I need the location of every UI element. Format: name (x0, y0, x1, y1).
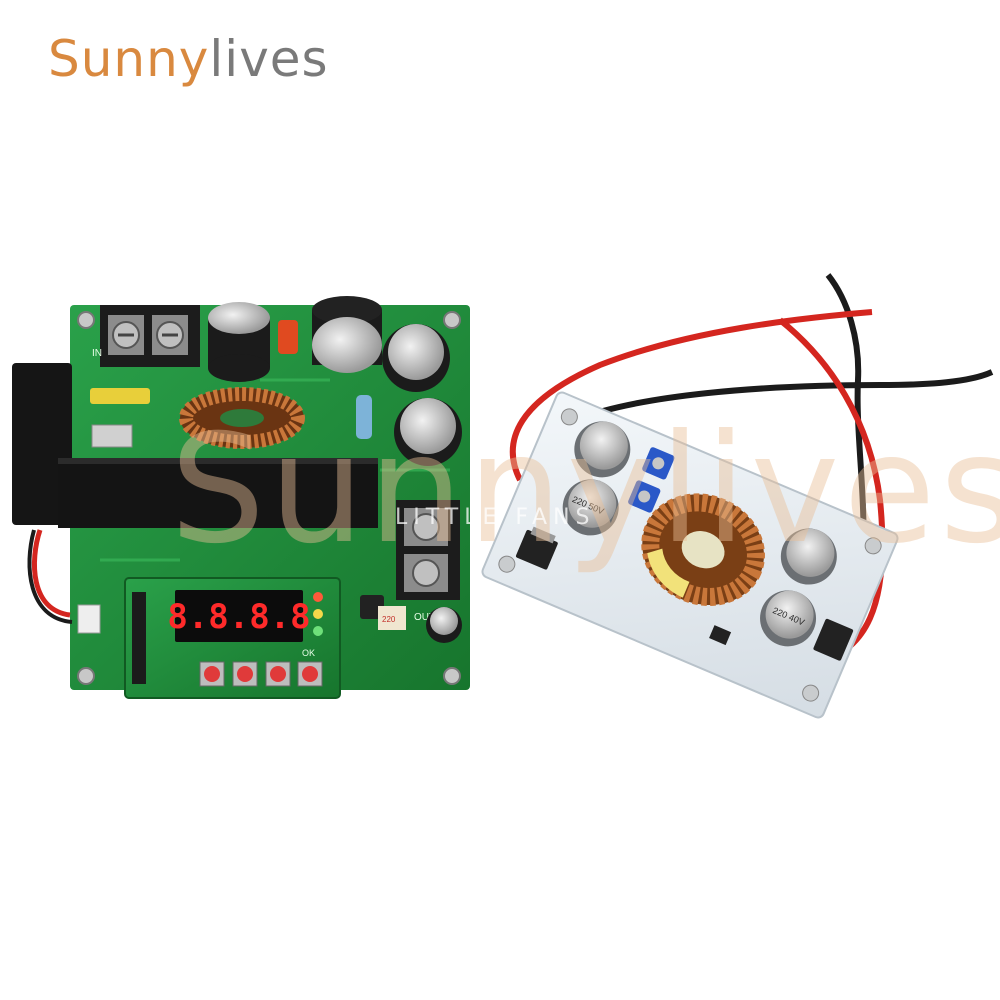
brand-logo-sunny: Sunny (48, 30, 210, 88)
capacitor-3 (382, 324, 450, 392)
button-ok-label: OK (302, 648, 315, 658)
right-capacitor-2 (562, 479, 619, 536)
output-terminal (396, 500, 460, 600)
capacitor-4 (394, 398, 462, 466)
wire-black-long (573, 369, 994, 423)
mosfet-2 (813, 618, 854, 661)
button-3[interactable] (265, 661, 291, 687)
label-out: OUT (414, 612, 435, 623)
heatsink-bar (58, 458, 378, 528)
right-converter-board: 220 50V 220 40V (481, 273, 994, 719)
cooling-fan (12, 363, 72, 525)
display-readout: 8.8.8.8 (167, 597, 310, 637)
capacitor-2 (312, 296, 382, 373)
right-inductor-coil (641, 493, 765, 607)
ic-chip (709, 625, 732, 646)
brand-logo-lives: lives (209, 30, 329, 88)
right-capacitor-1 (574, 421, 631, 478)
button-2[interactable] (232, 661, 258, 687)
right-capacitor-4 (760, 590, 817, 647)
button-ok[interactable] (297, 661, 323, 687)
cap-label: 220 (382, 615, 396, 624)
wire-red-top (509, 309, 873, 482)
led-display (175, 590, 303, 642)
inductor-coil (179, 387, 305, 449)
button-1[interactable] (199, 661, 225, 687)
fuse (90, 388, 150, 404)
right-capacitor-3 (780, 528, 837, 585)
left-converter-board: IN (12, 296, 470, 699)
capacitor-1 (208, 302, 270, 382)
input-terminal (100, 305, 200, 367)
label-in: IN (92, 348, 102, 359)
brand-logo: Sunnylives (48, 34, 329, 84)
